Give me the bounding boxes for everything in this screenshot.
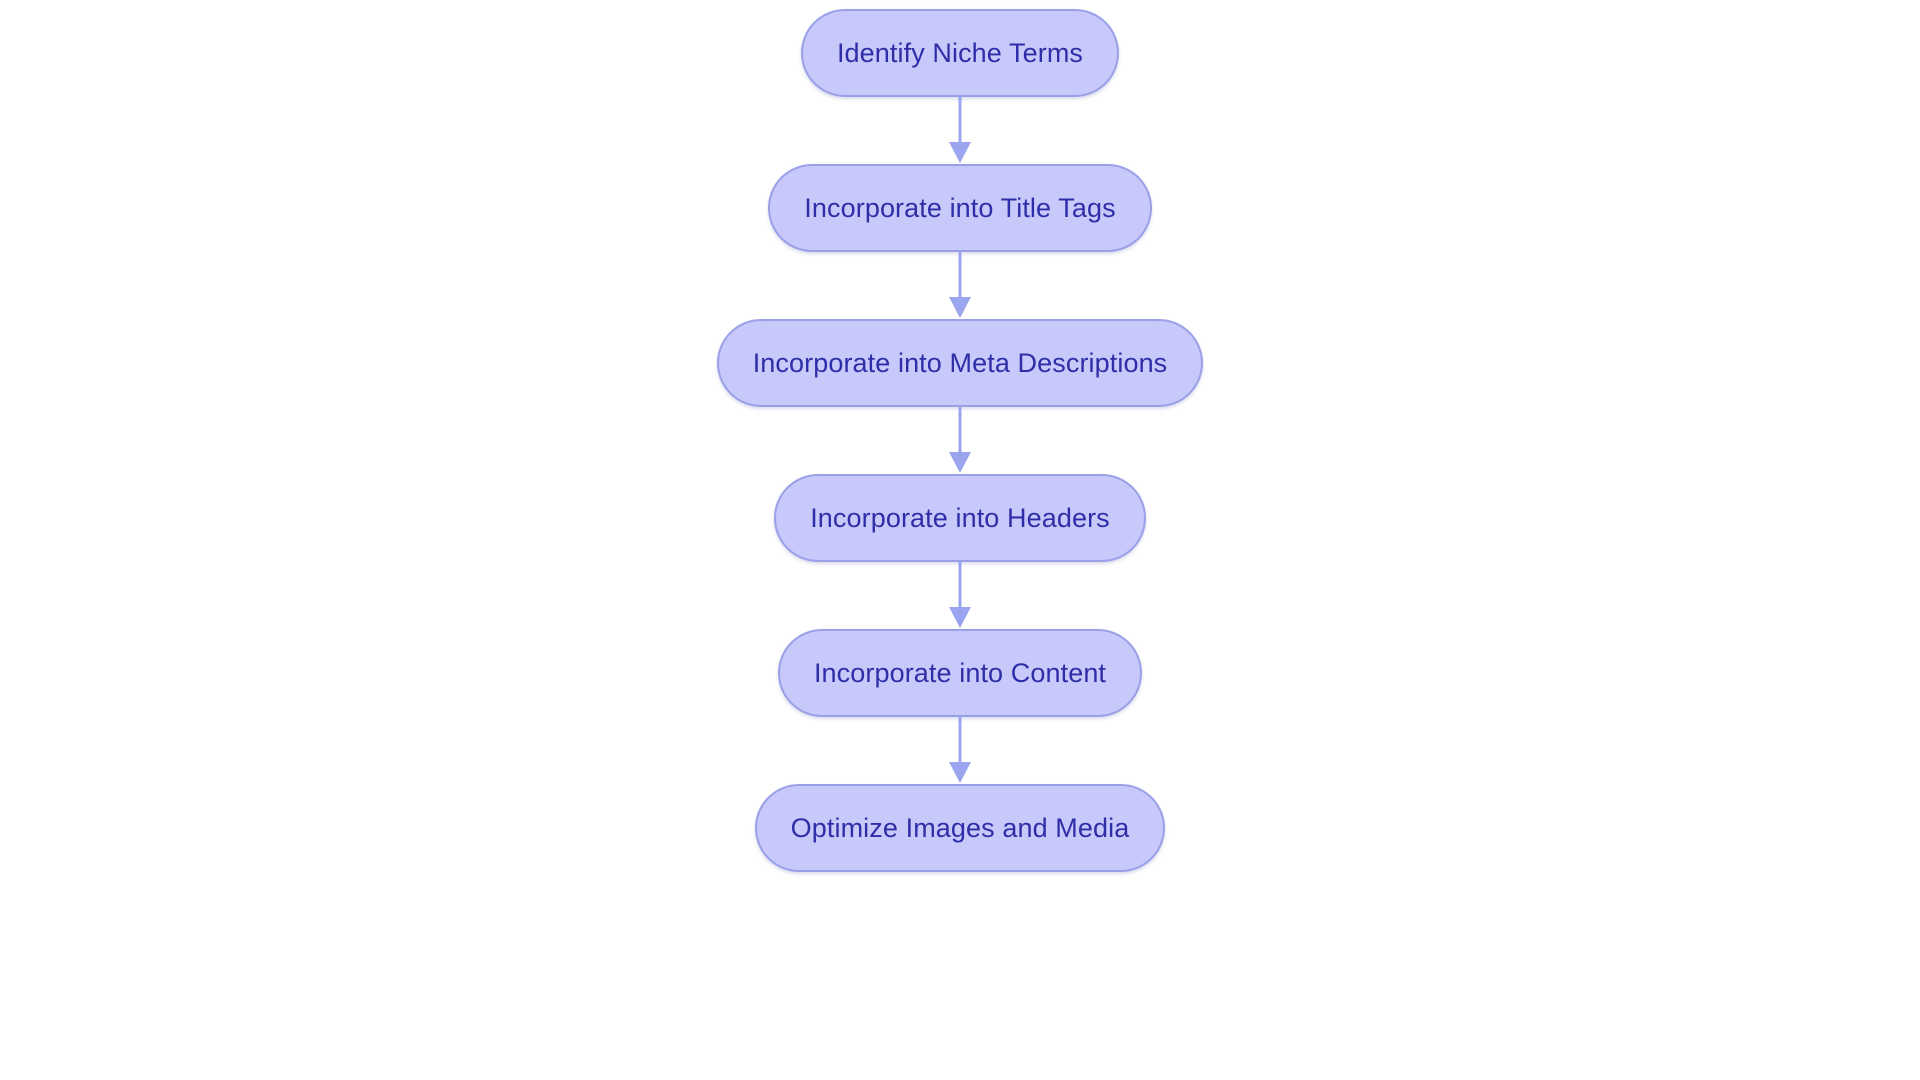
arrowhead-icon <box>949 607 971 628</box>
flow-edge-4-arrow <box>940 562 980 629</box>
flow-node-label: Incorporate into Meta Descriptions <box>752 347 1168 378</box>
arrowhead-icon <box>949 452 971 473</box>
flow-node-incorporate-into-content[interactable]: Incorporate into Content <box>777 629 1143 717</box>
flow-node-incorporate-into-title-tags[interactable]: Incorporate into Title Tags <box>768 164 1152 252</box>
arrowhead-icon <box>949 142 971 163</box>
flow-node-label: Incorporate into Headers <box>810 502 1110 533</box>
flow-edge-1-arrow <box>940 97 980 164</box>
flow-edge-3-arrow <box>940 407 980 474</box>
flow-node-optimize-images-and-media[interactable]: Optimize Images and Media <box>754 784 1166 872</box>
flow-node-label: Incorporate into Title Tags <box>804 192 1116 223</box>
flow-node-identify-niche-terms[interactable]: Identify Niche Terms <box>800 9 1120 97</box>
arrowhead-icon <box>949 762 971 783</box>
flow-edge-5-arrow <box>940 717 980 784</box>
flow-node-incorporate-into-meta-descriptions[interactable]: Incorporate into Meta Descriptions <box>716 319 1204 407</box>
flow-node-label: Identify Niche Terms <box>836 37 1084 68</box>
flow-node-label: Incorporate into Content <box>813 657 1107 688</box>
flow-node-label: Optimize Images and Media <box>790 812 1130 843</box>
flow-node-incorporate-into-headers[interactable]: Incorporate into Headers <box>774 474 1146 562</box>
arrowhead-icon <box>949 297 971 318</box>
flow-edge-2-arrow <box>940 252 980 319</box>
